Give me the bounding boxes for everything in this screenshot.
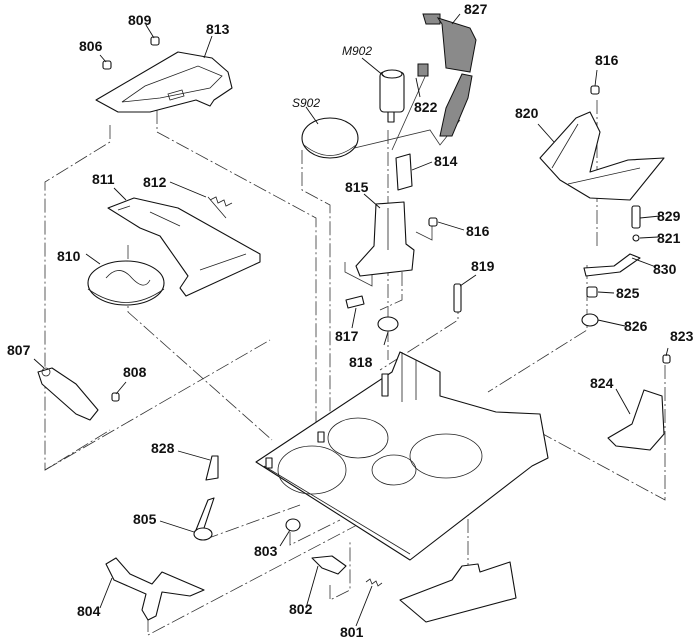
part-818-gear[interactable] xyxy=(377,316,399,332)
callout-826: 826 xyxy=(624,318,648,334)
callout-s902: S902 xyxy=(292,96,320,110)
callout-802: 802 xyxy=(289,601,313,617)
part-bottom-cover[interactable] xyxy=(399,561,517,623)
callout-819: 819 xyxy=(471,258,495,274)
part-829-shaft[interactable] xyxy=(631,205,641,229)
part-s902-switch[interactable] xyxy=(301,117,359,159)
callout-823: 823 xyxy=(670,328,694,344)
callout-811: 811 xyxy=(92,171,115,187)
callout-827: 827 xyxy=(464,1,488,17)
callout-807: 807 xyxy=(7,342,31,358)
callout-829: 829 xyxy=(657,208,681,224)
part-823-screw[interactable] xyxy=(662,354,671,364)
leader-lines xyxy=(33,13,669,627)
part-815-holder[interactable] xyxy=(355,201,415,277)
callout-825: 825 xyxy=(616,285,640,301)
part-827-bracket[interactable] xyxy=(417,13,477,137)
part-811-slide-plate[interactable] xyxy=(107,197,261,297)
part-806-screw[interactable] xyxy=(102,60,112,70)
part-803-gear[interactable] xyxy=(285,518,301,532)
part-830-arm[interactable] xyxy=(583,253,641,277)
callout-816-mid: 816 xyxy=(466,223,490,239)
part-808-screw[interactable] xyxy=(111,392,120,402)
callout-808: 808 xyxy=(123,364,147,380)
part-810-gear[interactable] xyxy=(87,260,165,306)
callout-labels: 806 809 813 827 M902 822 S902 816 820 81… xyxy=(7,1,694,640)
part-826-gear[interactable] xyxy=(581,313,599,327)
part-809-screw[interactable] xyxy=(150,36,160,46)
callout-812: 812 xyxy=(143,174,167,190)
part-825-spring[interactable] xyxy=(586,286,598,298)
part-814-clip[interactable] xyxy=(395,153,413,191)
part-819-pin[interactable] xyxy=(453,283,462,313)
callout-803: 803 xyxy=(254,543,278,559)
part-820-guide[interactable] xyxy=(539,111,665,201)
callout-801: 801 xyxy=(340,624,364,640)
part-805-arm[interactable] xyxy=(193,497,215,541)
part-804-lever[interactable] xyxy=(105,557,205,621)
callout-818: 818 xyxy=(349,354,373,370)
part-802-lever[interactable] xyxy=(311,555,347,575)
callout-817: 817 xyxy=(335,328,359,344)
callout-813: 813 xyxy=(206,21,230,37)
callout-805: 805 xyxy=(133,511,157,527)
callout-806: 806 xyxy=(79,38,103,54)
callout-822: 822 xyxy=(414,99,438,115)
callout-820: 820 xyxy=(515,105,539,121)
callout-821: 821 xyxy=(657,230,681,246)
callout-816-top: 816 xyxy=(595,52,619,68)
callout-814: 814 xyxy=(434,153,458,169)
part-824-bracket[interactable] xyxy=(607,389,665,451)
callout-830: 830 xyxy=(653,261,677,277)
callout-m902: M902 xyxy=(342,44,372,58)
callout-824: 824 xyxy=(590,375,614,391)
callout-815: 815 xyxy=(345,179,369,195)
part-812-spring[interactable] xyxy=(207,196,233,219)
part-801-spring[interactable] xyxy=(365,578,383,587)
part-807-lever[interactable] xyxy=(37,367,99,421)
callout-809: 809 xyxy=(128,12,152,28)
part-chassis[interactable] xyxy=(255,351,549,561)
part-817-worm[interactable] xyxy=(345,295,365,309)
part-816-screw-mid[interactable] xyxy=(428,217,438,227)
part-828-pin[interactable] xyxy=(205,455,219,481)
part-m902-motor[interactable] xyxy=(379,69,405,123)
part-816-screw-top[interactable] xyxy=(590,85,600,95)
callout-810: 810 xyxy=(57,248,81,264)
part-821-washer[interactable] xyxy=(632,234,640,242)
callout-828: 828 xyxy=(151,440,175,456)
callout-804: 804 xyxy=(77,603,101,619)
part-813-cam-plate[interactable] xyxy=(95,51,233,113)
